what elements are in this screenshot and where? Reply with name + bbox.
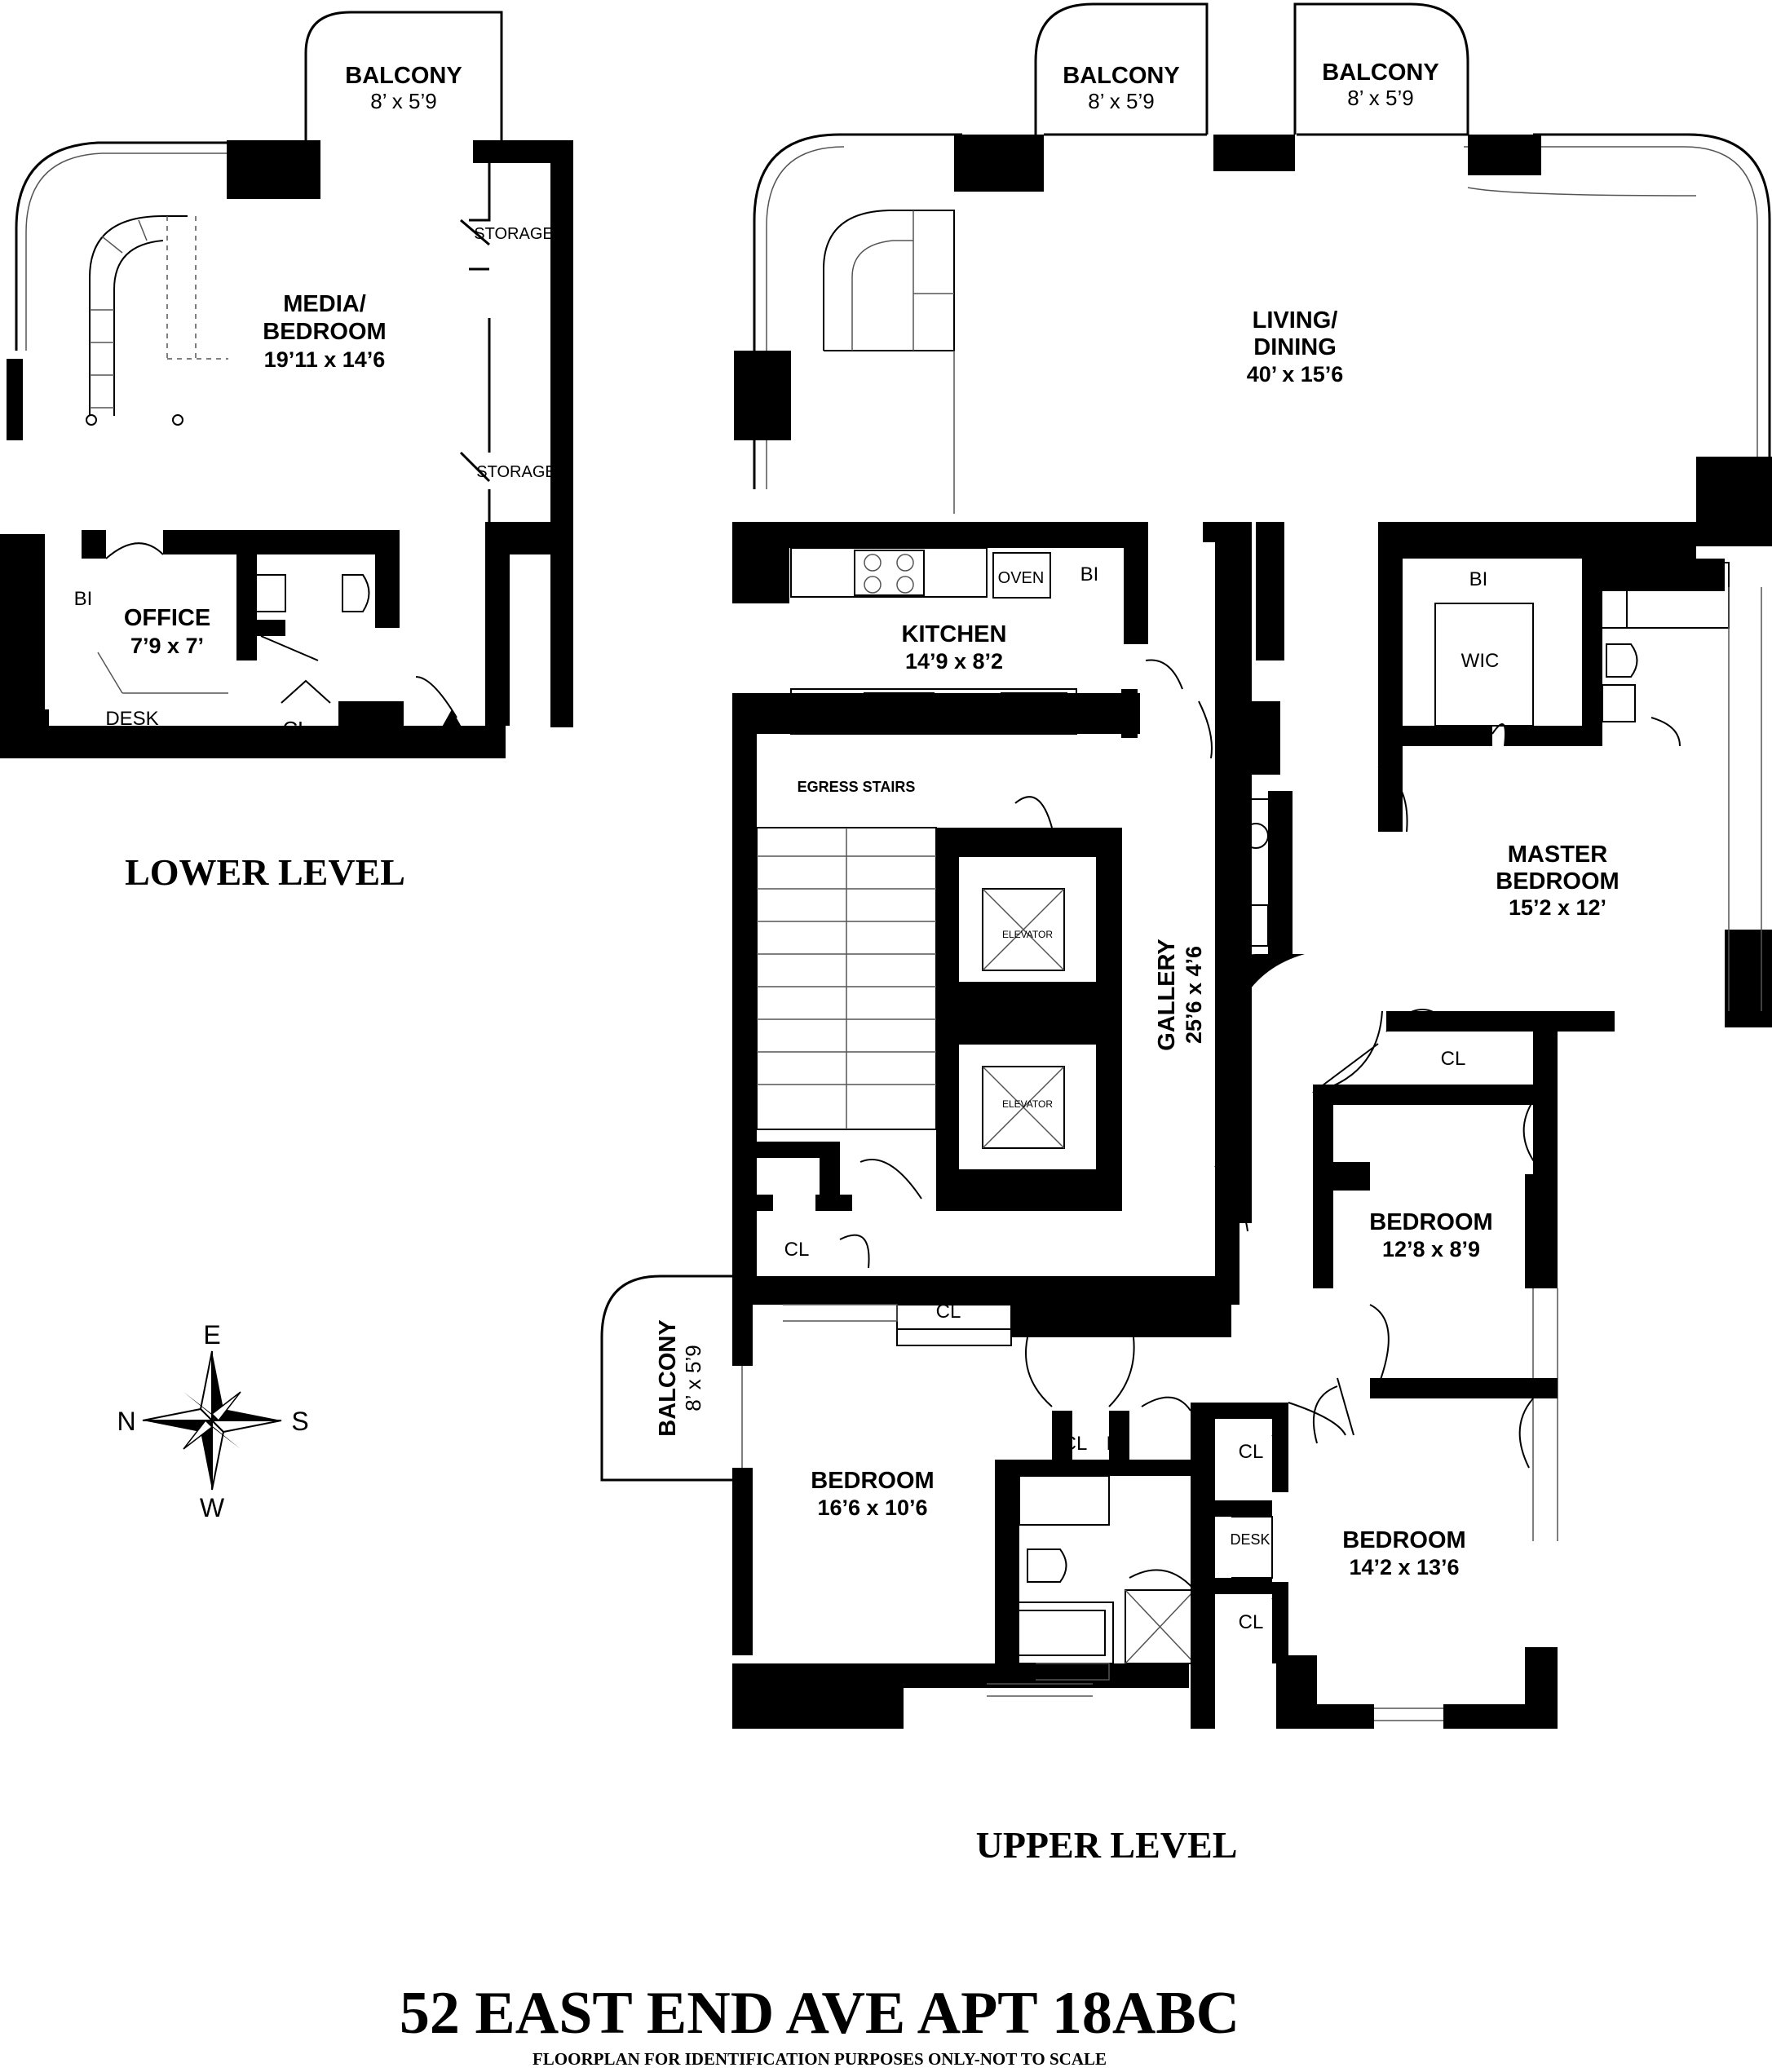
lower-balcony-outline (304, 11, 503, 140)
compass-west-label: W (200, 1493, 225, 1522)
elevator-1-label: ELEVATOR (1002, 929, 1053, 940)
lower-curved-glass-wall (15, 141, 228, 351)
kitchen-oven-label: OVEN (998, 569, 1045, 587)
media-bedroom-label-line1: MEDIA/ (283, 291, 366, 317)
upper-level-heading: UPPER LEVEL (976, 1824, 1238, 1866)
upper-column-2 (1213, 135, 1295, 171)
upper-balcony-2-outline (1293, 2, 1469, 135)
lower-desk-label: DESK (105, 708, 158, 730)
lower-balcony-size: 8’ x 5’9 (370, 89, 436, 113)
kitchen-label: KITCHEN (902, 621, 1007, 647)
upper-closet-label-1: CL (1257, 617, 1283, 639)
master-bedroom-label-line2: BEDROOM (1496, 868, 1619, 895)
side-balcony-label: BALCONY (655, 1319, 681, 1436)
upper-closet-label-9: CL (1239, 1611, 1264, 1633)
compass-east-label: E (203, 1320, 220, 1350)
upper-column-3 (1468, 135, 1541, 175)
upper-balcony-2-label: BALCONY (1322, 60, 1438, 86)
bedroom-3-size: 16’6 x 10’6 (817, 1495, 927, 1520)
upper-level-plan (600, 2, 1772, 1729)
media-bedroom-size: 19’11 x 14’6 (264, 347, 386, 372)
upper-spiral-stair (823, 210, 913, 351)
upper-closet-label-7: CL (1063, 1433, 1088, 1455)
wic-label: WIC (1461, 650, 1500, 672)
kitchen-size: 14’9 x 8’2 (905, 649, 1003, 674)
upper-balcony-2-size: 8’ x 5’9 (1347, 86, 1413, 110)
bedroom-2-size: 12’8 x 8’9 (1382, 1237, 1480, 1261)
gallery-label-group: GALLERY 25’6 x 4’6 (1154, 939, 1206, 1050)
storage-bottom-label: STORAGE (476, 463, 555, 481)
upper-closet-label-6: CL (1080, 1315, 1106, 1337)
master-bi-label: BI (1469, 568, 1488, 590)
media-bedroom-label-line2: BEDROOM (263, 319, 386, 345)
address-title: 52 EAST END AVE APT 18ABC (400, 1980, 1240, 2047)
bedroom-4-label: BEDROOM (1342, 1527, 1465, 1553)
side-balcony-label-group: BALCONY 8’ x 5’9 (655, 1319, 705, 1436)
bedroom-3-label: BEDROOM (811, 1468, 934, 1494)
upper-closet-label-4: CL (784, 1239, 810, 1261)
side-balcony-size: 8’ x 5’9 (681, 1345, 705, 1411)
bedroom-2-label: BEDROOM (1369, 1209, 1492, 1235)
upper-desk-label: DESK (1230, 1531, 1270, 1548)
upper-closet-label-5: CL (936, 1301, 961, 1323)
entry-arrow-icon (440, 709, 463, 730)
compass-rose-icon (142, 1350, 282, 1491)
lower-column-top (227, 140, 320, 199)
upper-side-balcony-outline (600, 1275, 732, 1482)
master-bedroom-label-line1: MASTER (1508, 842, 1608, 868)
lower-balcony-label: BALCONY (345, 63, 462, 89)
upper-column-1 (954, 135, 1044, 192)
upper-curved-glass-wall (753, 133, 1771, 489)
master-bedroom-size: 15’2 x 12’ (1509, 895, 1606, 920)
kitchen-bi-label: BI (1080, 563, 1099, 585)
kitchen-ref-label: REF (1012, 709, 1051, 731)
compass-south-label: S (291, 1407, 308, 1436)
elevator-2-label: ELEVATOR (1002, 1098, 1053, 1110)
upper-balcony-1-outline (1034, 2, 1209, 135)
bath-bi-label: BI (1107, 1433, 1125, 1455)
lower-spiral-stair (89, 215, 188, 416)
living-dining-size: 40’ x 15’6 (1247, 362, 1344, 387)
upper-closet-label-2: CL (1240, 743, 1265, 765)
living-dining-label-line2: DINING (1253, 334, 1337, 360)
compass-north-label: N (117, 1407, 135, 1436)
gallery-size: 25’6 x 4’6 (1182, 946, 1206, 1044)
upper-closet-label-8: CL (1239, 1441, 1264, 1463)
upper-balcony-1-label: BALCONY (1063, 63, 1179, 89)
egress-stairs-label: EGRESS STAIRS (798, 779, 916, 795)
upper-closet-label-3: CL (1441, 1048, 1466, 1070)
gallery-label: GALLERY (1154, 939, 1180, 1050)
lower-bi-label: BI (74, 588, 93, 610)
office-size: 7’9 x 7’ (130, 634, 204, 658)
storage-top-label: STORAGE (474, 225, 553, 243)
living-dining-label-line1: LIVING/ (1253, 307, 1338, 334)
kitchen-dw-label: DW (815, 709, 842, 727)
lower-closet-label: CL (282, 717, 309, 741)
bedroom-4-size: 14’2 x 13’6 (1349, 1555, 1459, 1579)
disclaimer-text: FLOORPLAN FOR IDENTIFICATION PURPOSES ON… (532, 2049, 1107, 2069)
lower-level-plan (0, 11, 573, 758)
lower-level-heading: LOWER LEVEL (125, 851, 405, 893)
upper-balcony-1-size: 8’ x 5’9 (1088, 89, 1154, 113)
office-label: OFFICE (124, 605, 210, 631)
